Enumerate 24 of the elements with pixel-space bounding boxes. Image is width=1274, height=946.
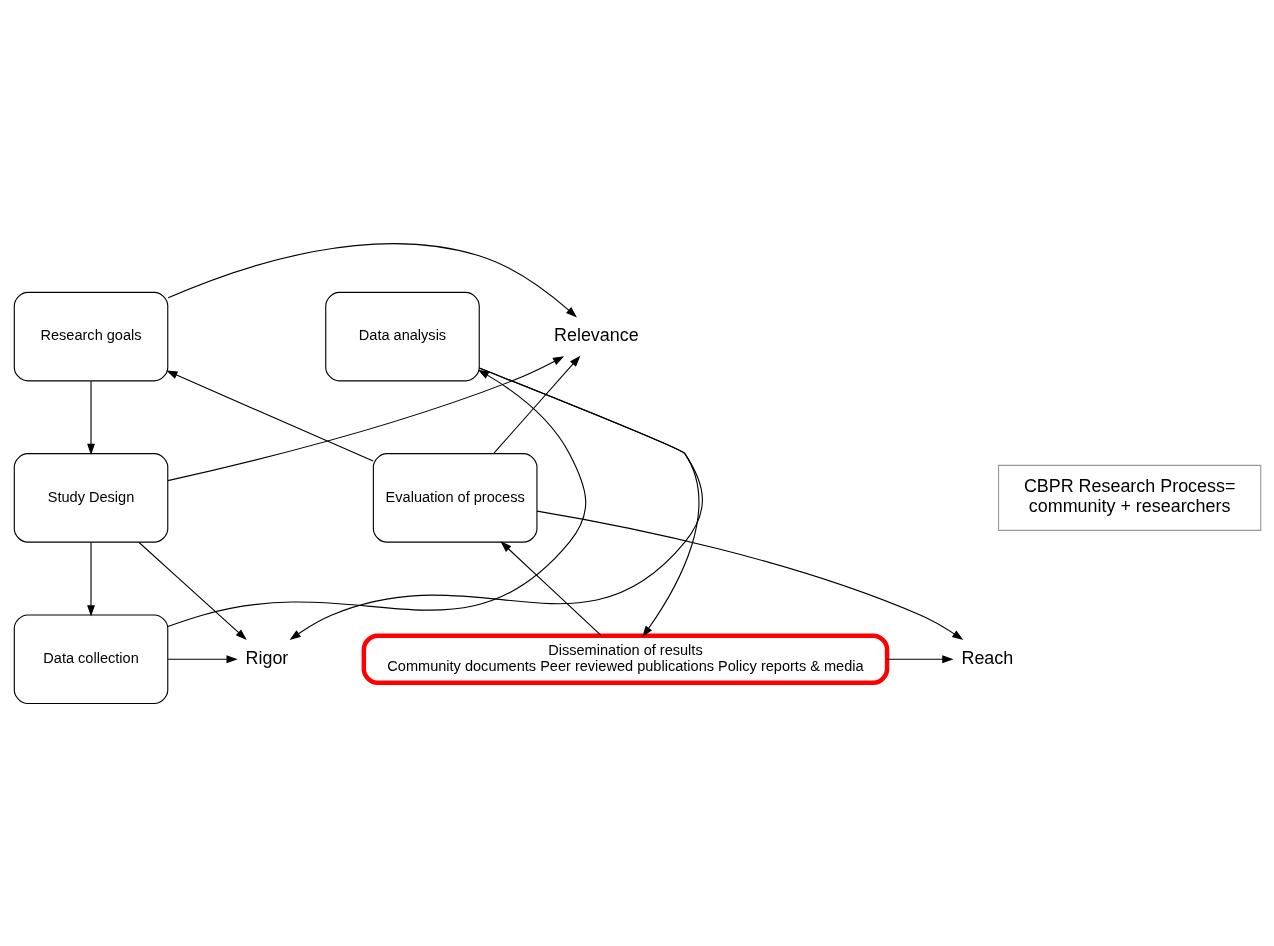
node-text: Relevance: [553, 324, 639, 345]
arrow: [499, 540, 602, 636]
arrow: [165, 370, 374, 461]
arrow: [138, 541, 247, 640]
node-box: Research goals: [13, 291, 168, 381]
node-text: Reach: [960, 647, 1013, 668]
arrow: [886, 654, 953, 663]
arrow: [478, 367, 699, 637]
node-box: Study Design: [13, 452, 168, 543]
node-box: Dissemination of results Community documents Peer reviewed publications Policy reports & media: [361, 633, 889, 685]
node-box: CBPR Research Process= community + researchers: [997, 464, 1261, 531]
arrow: [289, 367, 703, 640]
arrow: [166, 355, 564, 481]
arrow: [166, 654, 238, 663]
arrow: [536, 510, 963, 640]
arrow: [492, 355, 580, 454]
node-box: Data collection: [13, 613, 168, 704]
arrow: [86, 380, 95, 455]
arrow: [167, 242, 577, 317]
arrow: [86, 541, 95, 616]
node-box: Data analysis: [324, 291, 480, 381]
node-box: Evaluation of process: [372, 452, 537, 543]
node-text: Rigor: [245, 647, 288, 668]
arrow: [166, 369, 586, 627]
